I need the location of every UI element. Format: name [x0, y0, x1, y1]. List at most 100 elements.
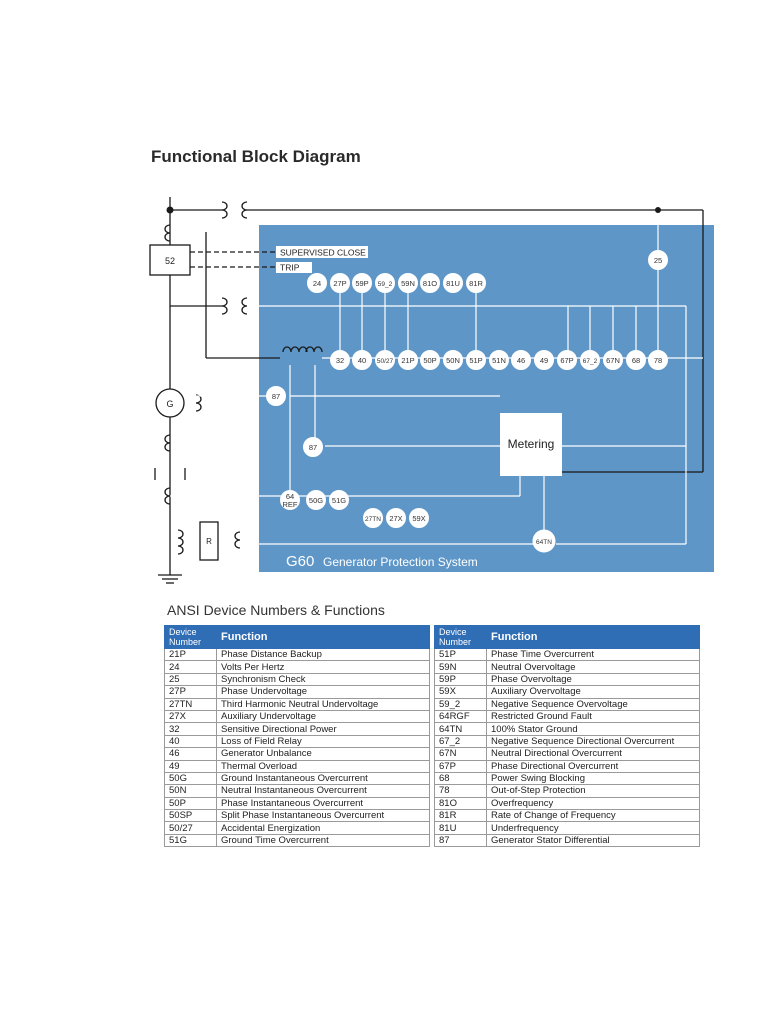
header-device-number: Device Number: [434, 625, 487, 649]
device-number-cell: 87: [434, 833, 487, 848]
header-function: Function: [216, 625, 430, 649]
function-cell: Overfrequency: [486, 796, 700, 811]
device-87: 87: [266, 386, 286, 406]
function-cell: Thermal Overload: [216, 759, 430, 773]
function-cell: Phase Directional Overcurrent: [486, 759, 700, 773]
function-cell: Restricted Ground Fault: [486, 709, 700, 724]
device-number-cell: 59N: [434, 660, 487, 674]
system-name-label: Generator Protection System: [323, 555, 478, 569]
device-label: 51G: [332, 496, 346, 505]
device-number-cell: 51P: [434, 647, 487, 662]
function-cell: Phase Undervoltage: [216, 685, 430, 699]
device-number-cell: 68: [434, 771, 487, 786]
device-number-cell: 50P: [164, 796, 217, 811]
function-cell: Accidental Energization: [216, 821, 430, 835]
device-25: 25: [648, 250, 668, 270]
function-cell: Rate of Change of Frequency: [486, 809, 700, 823]
function-cell: Phase Distance Backup: [216, 647, 430, 662]
ansi-table-title: ANSI Device Numbers & Functions: [167, 602, 385, 618]
function-cell: Phase Overvoltage: [486, 672, 700, 687]
function-cell: Power Swing Blocking: [486, 771, 700, 786]
metering-label: Metering: [508, 437, 555, 451]
device-number-cell: 46: [164, 747, 217, 761]
function-cell: Synchronism Check: [216, 672, 430, 687]
device-number-cell: 50G: [164, 771, 217, 786]
device-label: 81U: [446, 279, 460, 288]
device-label: 51P: [469, 356, 482, 365]
device-46: 46: [511, 350, 531, 370]
device-21p: 21P: [398, 350, 418, 370]
device-81r: 81R: [466, 273, 486, 293]
device-59n: 59N: [398, 273, 418, 293]
device-label: 67N: [606, 356, 620, 365]
breaker-52-label: 52: [165, 256, 175, 266]
device-number-cell: 49: [164, 759, 217, 773]
header-function: Function: [486, 625, 700, 649]
device-number-cell: 40: [164, 734, 217, 749]
device-label: 78: [654, 356, 662, 365]
device-label: 51N: [492, 356, 506, 365]
trip-label: TRIP: [280, 263, 300, 273]
device-number-cell: 67_2: [434, 734, 487, 749]
g60-panel: [259, 225, 714, 572]
device-label: 68: [632, 356, 640, 365]
device-number-cell: 59P: [434, 672, 487, 687]
device-67p: 67P: [557, 350, 577, 370]
device-label: 87: [272, 392, 280, 401]
device-59p: 59P: [352, 273, 372, 293]
device-5027: 50/27: [375, 350, 395, 370]
device-label: 59N: [401, 279, 415, 288]
device-label: 24: [313, 279, 321, 288]
function-cell: Auxiliary Undervoltage: [216, 709, 430, 724]
device-49: 49: [534, 350, 554, 370]
function-cell: Underfrequency: [486, 821, 700, 835]
device-number-cell: 64TN: [434, 722, 487, 736]
device-label: 81O: [423, 279, 437, 288]
function-cell: Out-of-Step Protection: [486, 784, 700, 798]
function-cell: Phase Time Overcurrent: [486, 647, 700, 662]
device-number-cell: 24: [164, 660, 217, 674]
device-label: 27X: [389, 514, 402, 523]
device-number-cell: 78: [434, 784, 487, 798]
device-81u: 81U: [443, 273, 463, 293]
device-number-cell: 81U: [434, 821, 487, 835]
supervised-close-label: SUPERVISED CLOSE: [280, 248, 366, 258]
device-40: 40: [352, 350, 372, 370]
function-cell: Volts Per Hertz: [216, 660, 430, 674]
device-number-cell: 21P: [164, 647, 217, 662]
device-label: 32: [336, 356, 344, 365]
system-model-label: G60: [286, 553, 314, 570]
device-number-cell: 27P: [164, 685, 217, 699]
device-59_2: 59_2: [375, 273, 395, 293]
device-number-cell: 27X: [164, 709, 217, 724]
device-24: 24: [307, 273, 327, 293]
device-number-cell: 67N: [434, 747, 487, 761]
device-67n: 67N: [603, 350, 623, 370]
device-78: 78: [648, 350, 668, 370]
function-cell: Third Harmonic Neutral Undervoltage: [216, 697, 430, 711]
function-cell: Generator Stator Differential: [486, 833, 700, 848]
device-label: 40: [358, 356, 366, 365]
functional-block-diagram: Metering: [149, 197, 714, 584]
device-label: 27TN: [365, 516, 381, 523]
header-device-number: Device Number: [164, 625, 217, 649]
device-number-cell: 27TN: [164, 697, 217, 711]
device-50g: 50G: [306, 490, 326, 510]
